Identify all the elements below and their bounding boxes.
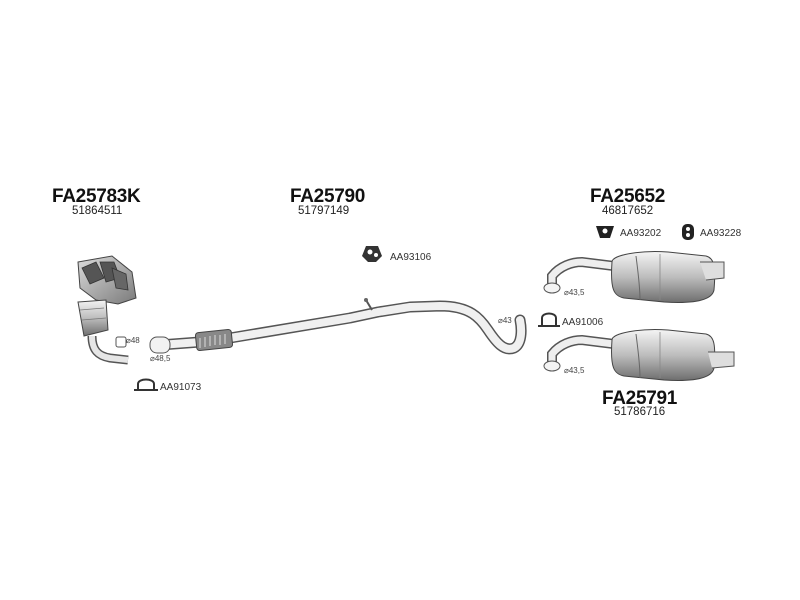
rear-muffler-lower[interactable] — [543, 329, 735, 381]
part-code-rear-muffler-upper: FA25652 — [590, 186, 666, 207]
diameter-label-d48: ⌀48 — [126, 336, 140, 345]
oe-number-manifold: 51864511 — [72, 205, 123, 217]
diameter-label-d43-pipe: ⌀43 — [498, 316, 512, 325]
oe-number-rear-muffler-lower: 51786716 — [614, 406, 666, 418]
accessory-label-clamp-mid: AA91006 — [562, 317, 604, 328]
clamp-mid-icon[interactable] — [538, 312, 560, 327]
diameter-label-d48-5: ⌀48,5 — [150, 354, 171, 363]
hanger-b-icon[interactable] — [682, 224, 694, 240]
accessory-label-clamp-front: AA91073 — [160, 382, 202, 393]
oe-number-intermediate-pipe: 51797149 — [298, 205, 350, 217]
clamp-front-icon[interactable] — [134, 378, 158, 391]
hanger-center-icon[interactable] — [362, 246, 382, 262]
accessory-label-hanger-center: AA93106 — [390, 252, 432, 263]
pipe-clamp-d48 — [115, 336, 127, 348]
intermediate-pipe[interactable] — [149, 298, 527, 355]
part-code-rear-muffler-lower: FA25791 — [602, 388, 678, 409]
diameter-label-d43-5-upper: ⌀43,5 — [564, 288, 585, 297]
diameter-label-d43-5-lower: ⌀43,5 — [564, 366, 585, 375]
catalytic-converter-manifold[interactable] — [77, 255, 137, 365]
part-code-intermediate-pipe: FA25790 — [290, 186, 366, 207]
accessory-label-hanger-a: AA93202 — [620, 228, 662, 239]
rear-muffler-upper[interactable] — [543, 251, 725, 303]
hanger-a-icon[interactable] — [596, 226, 614, 238]
accessory-label-hanger-b: AA93228 — [700, 228, 742, 239]
oe-number-rear-muffler-upper: 46817652 — [602, 205, 654, 217]
part-code-manifold: FA25783K — [52, 186, 141, 207]
